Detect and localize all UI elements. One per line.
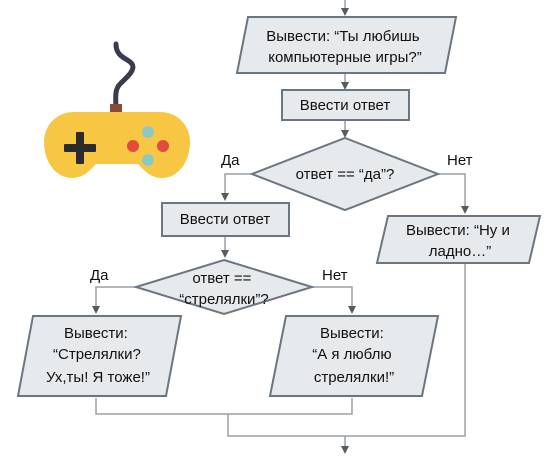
decision-yes-shape — [249, 136, 441, 212]
input-answer-1-shape — [281, 89, 410, 121]
output-question-label: Вывести: “Ты любишь компьютерные игры?” — [266, 28, 423, 66]
decision-shooters-label: ответ == “стрелялки”? — [179, 270, 268, 308]
arrowhead — [341, 446, 349, 454]
connector-decision2-no — [312, 286, 353, 310]
arrowheads — [92, 8, 469, 454]
connector-merge-left — [95, 398, 353, 415]
arrowhead — [341, 130, 349, 138]
input-answer-2-label: Ввести ответ — [180, 211, 271, 228]
output-question-shape — [235, 16, 458, 74]
arrowhead — [341, 8, 349, 16]
connector-decision1-yes — [224, 173, 252, 197]
decision-shooters-shape — [132, 258, 316, 316]
branch-no-2-label: Нет — [322, 267, 348, 284]
branch-no-1-label: Нет — [447, 152, 473, 169]
arrowhead — [221, 193, 229, 201]
output-me-too-label: Вывести: “Стрелялки? Ух,ты! Я тоже!” — [46, 325, 150, 386]
output-i-love-shape — [268, 315, 440, 397]
arrowhead — [92, 306, 100, 314]
connectors — [95, 0, 466, 448]
input-answer-1-label: Ввести ответ — [300, 97, 391, 114]
arrowhead — [461, 206, 469, 214]
arrowhead — [348, 306, 356, 314]
output-me-too-shape — [16, 315, 183, 397]
arrowhead — [341, 82, 349, 90]
connector-decision1-no — [438, 173, 466, 210]
arrowhead — [221, 250, 229, 258]
input-answer-2-shape — [161, 202, 290, 237]
output-i-love-label: Вывести: “А я люблю стрелялки!” — [312, 325, 396, 386]
branch-yes-1-label: Да — [221, 152, 240, 169]
gamepad-icon — [44, 41, 190, 178]
output-ok-shape — [375, 215, 542, 264]
decision-yes-label: ответ == “да”? — [296, 166, 395, 183]
output-ok-label: Вывести: “Ну и ладно…” — [406, 222, 514, 260]
connector-decision2-yes — [95, 286, 136, 310]
connector-merge-right — [227, 264, 466, 437]
branch-yes-2-label: Да — [90, 267, 109, 284]
